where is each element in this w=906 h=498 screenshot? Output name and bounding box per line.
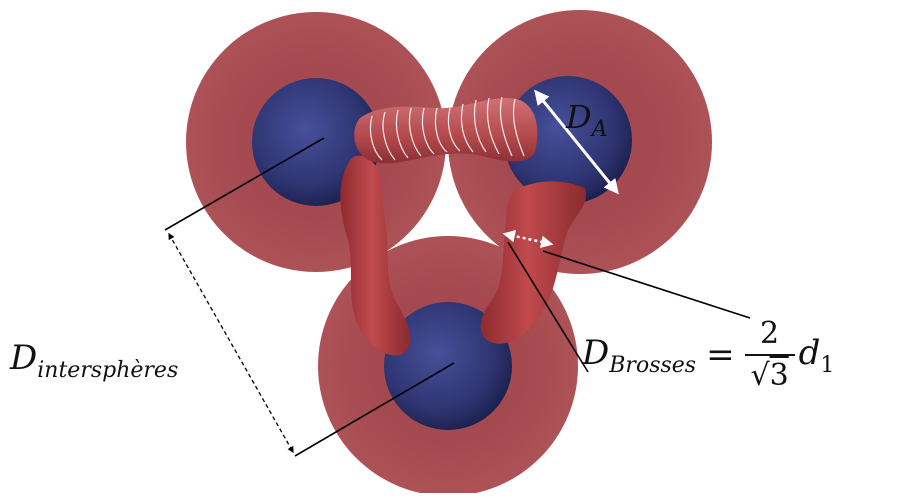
fraction: 2 √3 xyxy=(745,316,795,394)
d1-main: d xyxy=(799,333,821,373)
leader-line-2 xyxy=(543,251,750,318)
d-intersphere-label: Dintersphères xyxy=(10,338,178,383)
d-a-main: D xyxy=(566,98,592,136)
d-brosses-subscript: Brosses xyxy=(609,353,696,378)
d-intersphere-main: D xyxy=(10,338,37,378)
d1-label: d1 xyxy=(799,333,835,378)
dinter-dimension-arrow xyxy=(169,234,293,452)
sqrt-value: 3 xyxy=(770,358,789,393)
equals-sign: = xyxy=(706,335,735,375)
d-a-label: DA xyxy=(566,98,608,142)
d1-subscript: 1 xyxy=(820,353,834,378)
d-a-subscript: A xyxy=(592,117,608,142)
d-brosses-label: DBrosses xyxy=(582,333,696,378)
d-intersphere-subscript: intersphères xyxy=(37,358,178,383)
d-brosses-formula: DBrosses = 2 √3 d1 xyxy=(582,316,834,394)
fraction-numerator: 2 xyxy=(760,316,779,352)
sqrt-symbol: √ xyxy=(750,358,769,393)
fraction-denominator: √3 xyxy=(750,358,788,394)
fraction-bar xyxy=(745,354,795,356)
d-brosses-main: D xyxy=(582,333,609,373)
